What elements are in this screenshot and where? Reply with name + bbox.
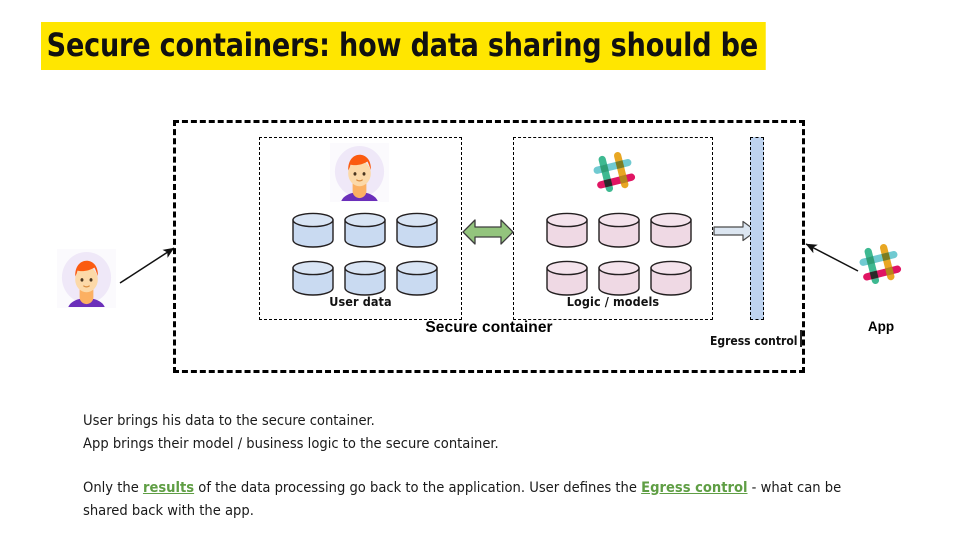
app-slack-logo-icon bbox=[854, 240, 907, 293]
results-link[interactable]: results bbox=[142, 479, 195, 496]
p2-text-before: Only the bbox=[83, 479, 143, 496]
app-label: App bbox=[867, 319, 895, 334]
egress-control-label: Egress control bbox=[710, 334, 798, 348]
p2-text-between: of the data processing go back to the ap… bbox=[194, 479, 642, 496]
egress-arrow-icon bbox=[713, 220, 757, 242]
database-cylinder-icon bbox=[343, 260, 387, 296]
body-paragraph-2: Only the results of the data processing … bbox=[83, 477, 873, 522]
page-title: Secure containers: how data sharing shou… bbox=[41, 22, 766, 70]
body-line-2: App brings their model / business logic … bbox=[83, 434, 499, 452]
egress-control-link[interactable]: Egress control bbox=[641, 479, 748, 496]
database-cylinder-icon bbox=[649, 260, 693, 296]
egress-control-bar bbox=[750, 137, 764, 320]
database-cylinder-icon bbox=[291, 260, 335, 296]
secure-container-label: Secure container bbox=[425, 319, 553, 336]
body-copy: User brings his data to the secure conta… bbox=[83, 410, 873, 522]
app-to-container-line bbox=[805, 243, 859, 272]
database-cylinder-icon bbox=[597, 212, 641, 248]
external-user-avatar-icon bbox=[57, 249, 116, 308]
database-cylinder-icon bbox=[343, 212, 387, 248]
user-to-container-line bbox=[119, 247, 175, 284]
database-cylinder-icon bbox=[649, 212, 693, 248]
database-cylinder-icon bbox=[395, 212, 439, 248]
body-line-1: User brings his data to the secure conta… bbox=[83, 412, 375, 429]
text-caret bbox=[800, 330, 802, 347]
database-cylinder-icon bbox=[291, 212, 335, 248]
database-cylinder-icon bbox=[545, 260, 589, 296]
p2-text-after: - what can be shared back with the app. bbox=[83, 479, 842, 519]
database-cylinder-icon bbox=[597, 260, 641, 296]
user-avatar-icon bbox=[330, 143, 389, 202]
database-cylinder-icon bbox=[545, 212, 589, 248]
paragraph-spacer bbox=[83, 455, 873, 477]
user-data-label: User data bbox=[329, 294, 392, 309]
database-cylinder-icon bbox=[395, 260, 439, 296]
logic-models-panel: Logic / models bbox=[513, 137, 713, 320]
secure-container-box: Secure container bbox=[173, 120, 805, 373]
slack-logo-icon bbox=[588, 148, 641, 201]
logic-models-cylinder-grid bbox=[545, 212, 693, 302]
user-data-panel: User data bbox=[259, 137, 462, 320]
bidirectional-exchange-arrow-icon bbox=[462, 216, 514, 248]
logic-models-label: Logic / models bbox=[566, 294, 660, 309]
user-data-cylinder-grid bbox=[291, 212, 439, 302]
